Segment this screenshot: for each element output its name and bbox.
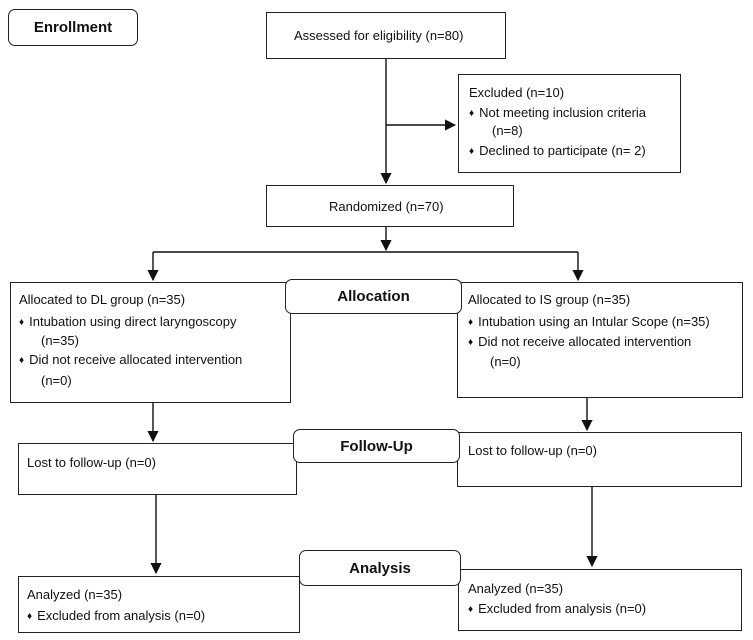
is-excluded-analysis: ♦Excluded from analysis (n=0)	[468, 601, 647, 616]
stage-allocation: Allocation	[285, 279, 462, 314]
randomized-text: Randomized (n=70)	[329, 199, 444, 214]
is-allocation-box: Allocated to IS group (n=35) ♦Intubation…	[457, 282, 743, 398]
bullet-icon: ♦	[19, 317, 25, 328]
bullet-icon: ♦	[469, 108, 475, 119]
excluded-title: Excluded (n=10)	[469, 85, 565, 100]
bullet-icon: ♦	[468, 317, 474, 328]
randomized-box: Randomized (n=70)	[266, 185, 514, 227]
is-title: Allocated to IS group (n=35)	[468, 292, 631, 307]
is-item-2: ♦Did not receive allocated intervention	[468, 334, 692, 349]
excluded-item-1-n: (n=8)	[492, 123, 523, 138]
dl-lost-text: Lost to follow-up (n=0)	[27, 455, 156, 470]
dl-allocation-box: Allocated to DL group (n=35) ♦Intubation…	[10, 282, 291, 403]
is-lost-box: Lost to follow-up (n=0)	[457, 432, 742, 487]
dl-item-2-n: (n=0)	[41, 373, 72, 388]
bullet-icon: ♦	[19, 355, 25, 366]
dl-item-1-n: (n=35)	[41, 333, 79, 348]
bullet-icon: ♦	[468, 604, 474, 615]
bullet-icon: ♦	[469, 146, 475, 157]
excluded-box: Excluded (n=10) ♦Not meeting inclusion c…	[458, 74, 681, 173]
assessed-text: Assessed for eligibility (n=80)	[294, 28, 464, 43]
dl-excluded-analysis: ♦Excluded from analysis (n=0)	[27, 608, 206, 623]
dl-analyzed-text: Analyzed (n=35)	[27, 587, 123, 602]
stage-enrollment: Enrollment	[8, 9, 138, 46]
is-item-2-n: (n=0)	[490, 354, 521, 369]
dl-analyzed-box: Analyzed (n=35) ♦Excluded from analysis …	[18, 576, 300, 633]
dl-lost-box: Lost to follow-up (n=0)	[18, 443, 297, 495]
stage-analysis: Analysis	[299, 550, 461, 586]
assessed-box: Assessed for eligibility (n=80)	[266, 12, 506, 59]
stage-follow-up: Follow-Up	[293, 429, 460, 463]
is-item-1: ♦Intubation using an Intular Scope (n=35…	[468, 314, 710, 329]
dl-title: Allocated to DL group (n=35)	[19, 292, 186, 307]
is-analyzed-text: Analyzed (n=35)	[468, 581, 564, 596]
is-analyzed-box: Analyzed (n=35) ♦Excluded from analysis …	[458, 569, 742, 631]
dl-item-2: ♦Did not receive allocated intervention	[19, 352, 243, 367]
is-lost-text: Lost to follow-up (n=0)	[468, 443, 597, 458]
bullet-icon: ♦	[27, 611, 33, 622]
excluded-item-2: ♦Declined to participate (n= 2)	[469, 143, 646, 158]
excluded-item-1: ♦Not meeting inclusion criteria	[469, 105, 647, 120]
dl-item-1: ♦Intubation using direct laryngoscopy	[19, 314, 237, 329]
bullet-icon: ♦	[468, 337, 474, 348]
